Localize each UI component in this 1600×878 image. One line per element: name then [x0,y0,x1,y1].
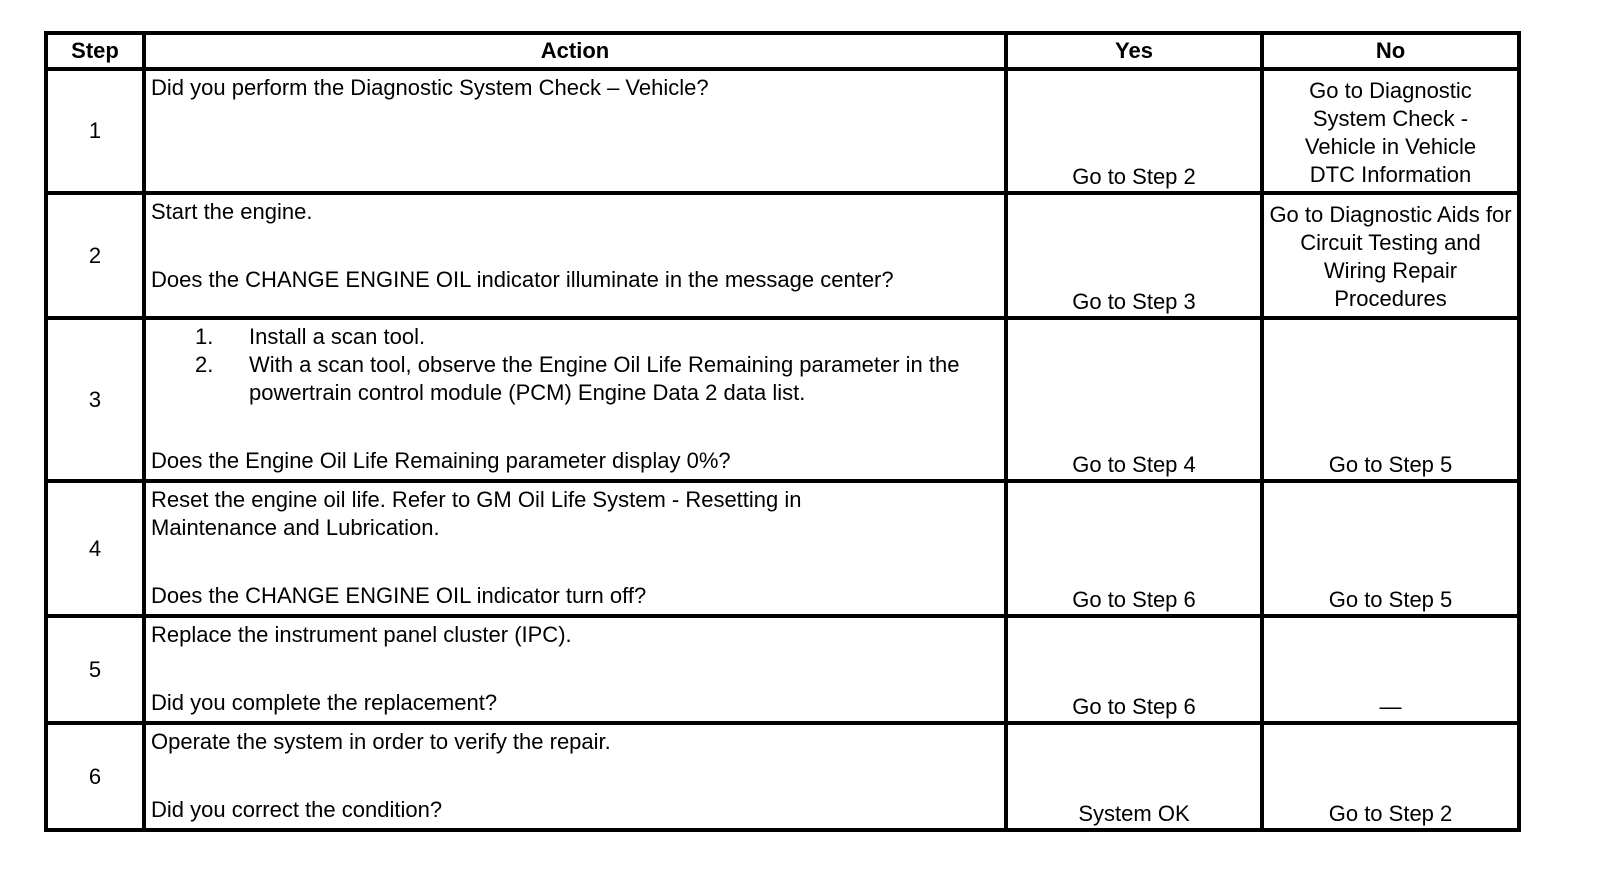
table-row: 4 Reset the engine oil life. Refer to GM… [44,479,1521,618]
action-text: Reset the engine oil life. Refer to GM O… [151,487,808,540]
action-cell: Start the engine. Does the CHANGE ENGINE… [142,191,1008,320]
action-text: Replace the instrument panel cluster (IP… [151,622,572,647]
table-row: 3 1. Install a scan tool. 2. With a scan… [44,316,1521,483]
yes-result: Go to Step 3 [1004,191,1264,320]
yes-result: Go to Step 6 [1004,479,1264,618]
action-text: Start the engine. [151,199,313,224]
header-step: Step [44,31,146,71]
step-number: 2 [44,191,146,320]
table-row: 2 Start the engine. Does the CHANGE ENGI… [44,191,1521,320]
substep-text: With a scan tool, observe the Engine Oil… [249,352,960,405]
no-result: Go to Step 5 [1260,316,1521,483]
no-result: Go to Step 2 [1260,721,1521,832]
no-result: — [1260,614,1521,725]
table-header: Step Action Yes No [44,31,1521,71]
action-cell: Reset the engine oil life. Refer to GM O… [142,479,1008,618]
no-result: Go to Step 5 [1260,479,1521,618]
diagnostic-table: Step Action Yes No 1 Did you perform the… [44,31,1521,832]
substep-number: 1. [195,324,214,349]
action-cell: 1. Install a scan tool. 2. With a scan t… [142,316,1008,483]
yes-result: Go to Step 6 [1004,614,1264,725]
header-yes: Yes [1004,31,1264,71]
action-question: Does the CHANGE ENGINE OIL indicator ill… [151,267,894,292]
step-number: 3 [44,316,146,483]
action-text: Operate the system in order to verify th… [151,729,611,754]
step-number: 5 [44,614,146,725]
action-cell: Did you perform the Diagnostic System Ch… [142,67,1008,195]
no-result: Go to Diagnostic Aids for Circuit Testin… [1260,191,1521,320]
table-row: 5 Replace the instrument panel cluster (… [44,614,1521,725]
table-body: 1 Did you perform the Diagnostic System … [44,67,1521,832]
step-number: 6 [44,721,146,832]
table-row: 6 Operate the system in order to verify … [44,721,1521,832]
step-number: 1 [44,67,146,195]
no-result-text: Go to Diagnostic System Check - Vehicle … [1304,77,1477,187]
table-row: 1 Did you perform the Diagnostic System … [44,67,1521,195]
yes-result: Go to Step 4 [1004,316,1264,483]
substep-number: 2. [195,352,214,377]
substep-item: 2. With a scan tool, observe the Engine … [151,351,998,407]
header-no: No [1260,31,1521,71]
action-cell: Replace the instrument panel cluster (IP… [142,614,1008,725]
substep-text: Install a scan tool. [249,324,426,349]
action-question: Did you complete the replacement? [151,690,498,715]
step-number: 4 [44,479,146,618]
no-result-text: Go to Diagnostic Aids for Circuit Testin… [1269,202,1512,311]
yes-result: Go to Step 2 [1004,67,1264,195]
action-question: Does the CHANGE ENGINE OIL indicator tur… [151,583,647,608]
header-action: Action [142,31,1008,71]
action-question: Did you correct the condition? [151,797,443,822]
yes-result: System OK [1004,721,1264,832]
no-result: Go to Diagnostic System Check - Vehicle … [1260,67,1521,195]
action-text: Did you perform the Diagnostic System Ch… [151,75,709,100]
action-question: Does the Engine Oil Life Remaining param… [151,448,731,473]
substep-list: 1. Install a scan tool. 2. With a scan t… [151,323,998,407]
substep-item: 1. Install a scan tool. [151,323,998,351]
header-row: Step Action Yes No [44,31,1521,71]
action-cell: Operate the system in order to verify th… [142,721,1008,832]
